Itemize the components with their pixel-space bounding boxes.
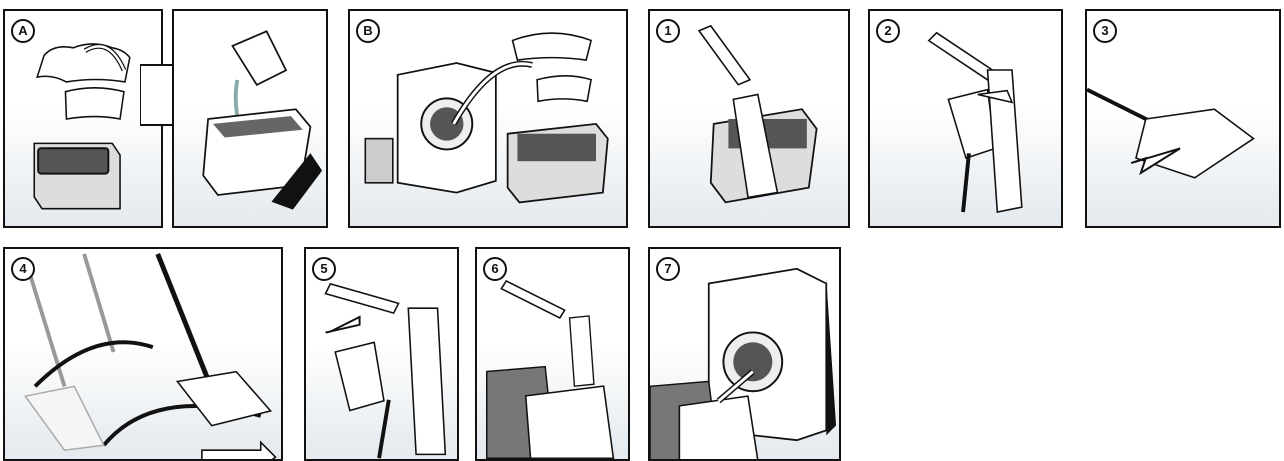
panel-a-left: A <box>3 9 163 228</box>
panel-step-6: 6 <box>475 247 630 461</box>
mop-pad-and-tray-illustration <box>5 11 161 226</box>
pour-water-into-tray-illustration <box>174 11 326 226</box>
panel-b: B <box>348 9 628 228</box>
step-badge-5: 5 <box>312 257 336 281</box>
step-badge-a: A <box>11 19 35 43</box>
step-badge-1: 1 <box>656 19 680 43</box>
step-badge-2: 2 <box>876 19 900 43</box>
panel-step-5: 5 <box>304 247 459 461</box>
wash-bag-in-machine-illustration <box>650 249 839 459</box>
step-badge-7: 7 <box>656 257 680 281</box>
step-badge-3: 3 <box>1093 19 1117 43</box>
step-badge-b: B <box>356 19 380 43</box>
panel-step-1: 1 <box>648 9 850 228</box>
step-badge-6: 6 <box>483 257 507 281</box>
attach-pad-to-mop-illustration <box>870 11 1061 226</box>
dispose-pad-in-bag-illustration <box>477 249 628 459</box>
step-badge-4: 4 <box>11 257 35 281</box>
washing-machine-and-tray-illustration <box>350 11 626 226</box>
mop-sweeping-motion-illustration <box>5 249 281 459</box>
panel-step-3: 3 <box>1085 9 1281 228</box>
remove-pad-into-tray-illustration <box>650 11 848 226</box>
panel-step-7: 7 <box>648 247 841 461</box>
panel-a-right <box>172 9 328 228</box>
panel-step-2: 2 <box>868 9 1063 228</box>
mop-floor-illustration <box>1087 11 1279 226</box>
panel-step-4: 4 <box>3 247 283 461</box>
remove-dirty-pad-illustration <box>306 249 457 459</box>
